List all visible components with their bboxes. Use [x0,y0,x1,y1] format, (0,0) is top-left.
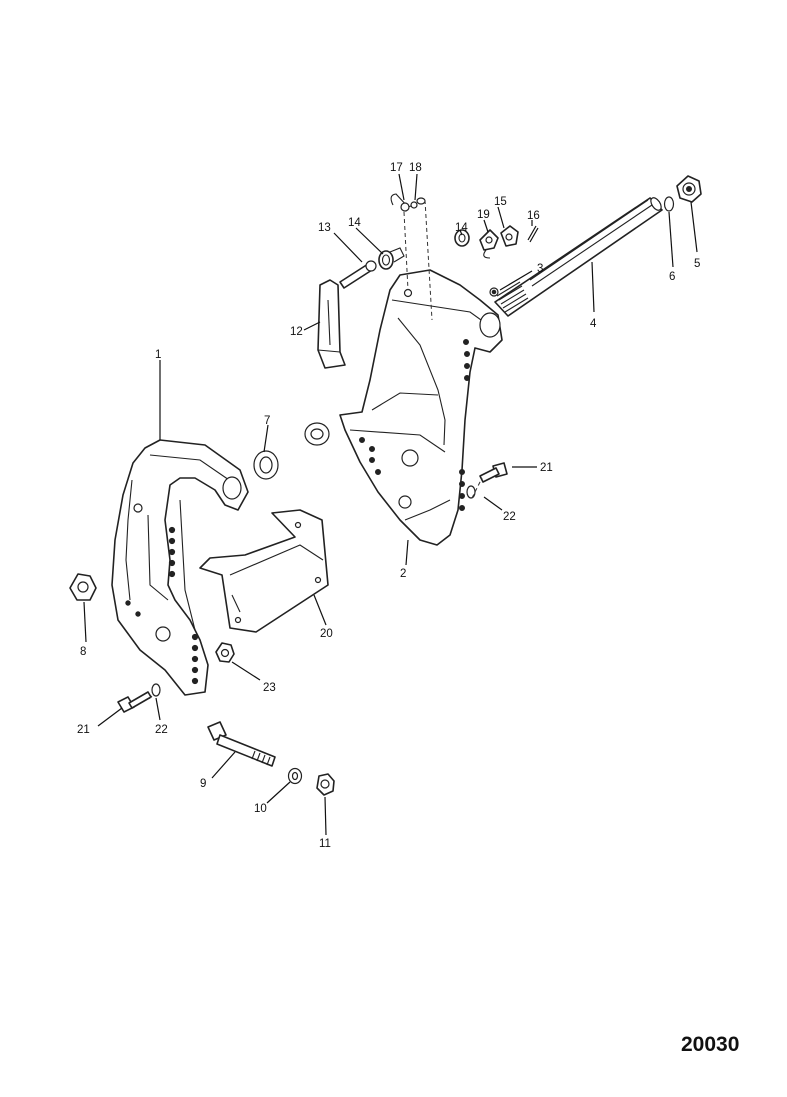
callout-9: 9 [200,778,206,790]
callout-11: 11 [319,838,331,850]
bolt-washer [287,767,303,785]
clamp-nut-left [69,573,97,601]
callout-23: 23 [263,682,276,694]
callout-14-right: 14 [455,222,468,234]
callout-12: 12 [290,326,303,338]
thrust-washer [253,422,330,480]
callout-15: 15 [494,196,507,208]
callout-2: 2 [400,568,406,580]
left-clamp-bracket [111,439,249,696]
washer-22-left [151,683,161,697]
cam-lock [500,225,519,247]
tilt-bolt [207,721,276,767]
callout-17: 17 [390,162,403,174]
tilt-lock-lever [317,279,346,369]
leader-lines [83,173,698,836]
nut-23 [215,642,235,663]
screw-21-left [117,691,152,713]
spacer-plate [199,509,329,633]
grease-fitting [489,287,499,297]
callout-3: 3 [537,263,543,275]
callout-18: 18 [409,162,422,174]
callout-7: 7 [264,415,270,427]
callout-20: 20 [320,628,333,640]
callout-labels: 1 2 3 4 5 6 7 8 9 10 11 12 13 14 14 15 1… [77,162,700,850]
tilt-tube-nut [676,175,702,203]
callout-5: 5 [694,258,700,270]
callout-21-left: 21 [77,724,90,736]
callout-22-left: 22 [155,724,168,736]
assembly-lines [147,199,483,701]
lever-pin [339,260,377,289]
tilt-tube-washer [663,196,675,212]
bushing-left [378,247,405,270]
callout-1: 1 [155,349,161,361]
callout-10: 10 [254,803,267,815]
washer-22-right [466,485,476,499]
callout-6: 6 [669,271,675,283]
callout-14-left: 14 [348,217,361,229]
callout-13: 13 [318,222,331,234]
callout-16: 16 [527,210,540,222]
tilt-tube-shaft [494,197,663,317]
figure-number: 20030 [681,1033,739,1056]
lock-arm [479,229,499,259]
callout-19: 19 [477,209,490,221]
right-clamp-bracket [339,269,503,546]
spring-and-clip [390,193,426,212]
bolt-locknut [316,773,335,796]
callout-4: 4 [590,318,597,330]
screw-21-right [479,462,508,483]
callout-21-right: 21 [540,462,553,474]
callout-8: 8 [80,646,86,658]
callout-22-right: 22 [503,511,516,523]
cotter-pin [527,225,539,243]
